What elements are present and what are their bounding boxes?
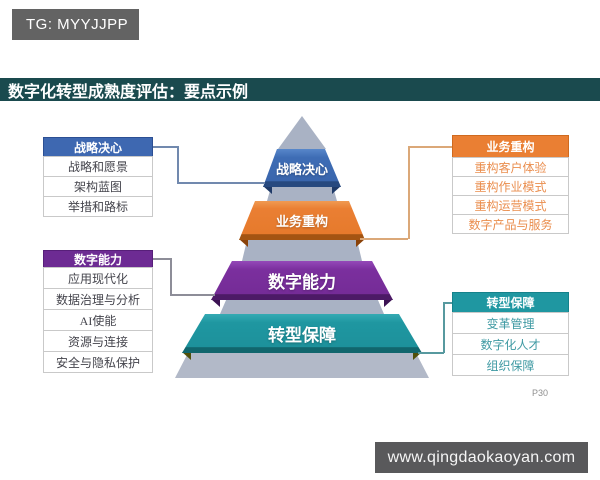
pyramid-shadow-wedge xyxy=(384,299,393,307)
transform-panel-header: 转型保障 xyxy=(452,292,569,313)
slide-title: 数字化转型成熟度评估：要点示例 xyxy=(8,83,249,101)
pyramid-shadow-wedge xyxy=(182,352,191,360)
business-panel-item: 重构运营模式 xyxy=(452,195,569,215)
pyramid-level-strategy: 战略决心 xyxy=(263,149,341,187)
strategy-panel-item: 战略和愿景 xyxy=(43,156,153,177)
pyramid-gray-gap-2 xyxy=(242,240,362,261)
connector-digital-segment xyxy=(153,258,170,260)
connector-digital-segment xyxy=(170,258,172,295)
business-panel: 业务重构 重构客户体验 重构作业模式 重构运营模式 数字产品与服务 xyxy=(452,135,569,234)
business-panel-header: 业务重构 xyxy=(452,135,569,158)
connector-transform-segment xyxy=(443,302,445,353)
pyramid-level-transform: 转型保障 xyxy=(182,314,422,353)
page-number: P30 xyxy=(532,388,549,398)
bottom-watermark: www.qingdaokaoyan.com xyxy=(375,442,588,473)
connector-strategy-segment xyxy=(177,182,265,184)
transform-panel-item: 组织保障 xyxy=(452,354,569,376)
digital-panel-item: 数据治理与分析 xyxy=(43,288,153,310)
business-panel-item: 数字产品与服务 xyxy=(452,214,569,234)
connector-strategy-segment xyxy=(153,146,177,148)
transform-panel: 转型保障 变革管理 数字化人才 组织保障 xyxy=(452,292,569,376)
digital-panel-item: 安全与隐私保护 xyxy=(43,351,153,373)
connector-business-segment xyxy=(360,238,408,240)
pyramid-shadow-wedge xyxy=(413,352,422,360)
digital-panel-item: AI使能 xyxy=(43,309,153,331)
pyramid-shadow-wedge xyxy=(332,186,341,194)
connector-transform-segment xyxy=(418,352,444,354)
digital-panel: 数字能力 应用现代化 数据治理与分析 AI使能 资源与连接 安全与隐私保护 xyxy=(43,250,153,373)
connector-business-segment xyxy=(408,146,410,239)
top-watermark: TG: MYYJJPP xyxy=(12,9,139,40)
digital-panel-item: 应用现代化 xyxy=(43,267,153,289)
connector-transform-segment xyxy=(443,302,452,304)
transform-panel-item: 数字化人才 xyxy=(452,333,569,355)
strategy-panel-item: 举措和路标 xyxy=(43,196,153,217)
connector-digital-segment xyxy=(170,294,215,296)
business-panel-item: 重构作业模式 xyxy=(452,176,569,196)
pyramid-apex xyxy=(278,116,326,149)
digital-panel-item: 资源与连接 xyxy=(43,330,153,352)
business-panel-item: 重构客户体验 xyxy=(452,157,569,177)
pyramid-shadow-wedge xyxy=(263,186,272,194)
connector-business-segment xyxy=(408,146,452,148)
pyramid-level-business: 业务重构 xyxy=(239,201,365,240)
pyramid-shadow-wedge xyxy=(239,239,248,247)
strategy-panel: 战略决心 战略和愿景 架构蓝图 举措和路标 xyxy=(43,137,153,217)
pyramid-gray-base xyxy=(175,353,429,378)
slide-title-bar: 数字化转型成熟度评估：要点示例 xyxy=(0,78,600,101)
pyramid-gray-gap-3 xyxy=(220,300,384,314)
pyramid-shadow-wedge xyxy=(211,299,220,307)
connector-strategy-segment xyxy=(177,146,179,183)
strategy-panel-header: 战略决心 xyxy=(43,137,153,157)
pyramid-shadow-wedge xyxy=(356,239,365,247)
strategy-panel-item: 架构蓝图 xyxy=(43,176,153,197)
transform-panel-item: 变革管理 xyxy=(452,312,569,334)
pyramid-level-digital: 数字能力 xyxy=(211,261,393,300)
pyramid-gray-gap-1 xyxy=(267,187,337,201)
digital-panel-header: 数字能力 xyxy=(43,250,153,268)
